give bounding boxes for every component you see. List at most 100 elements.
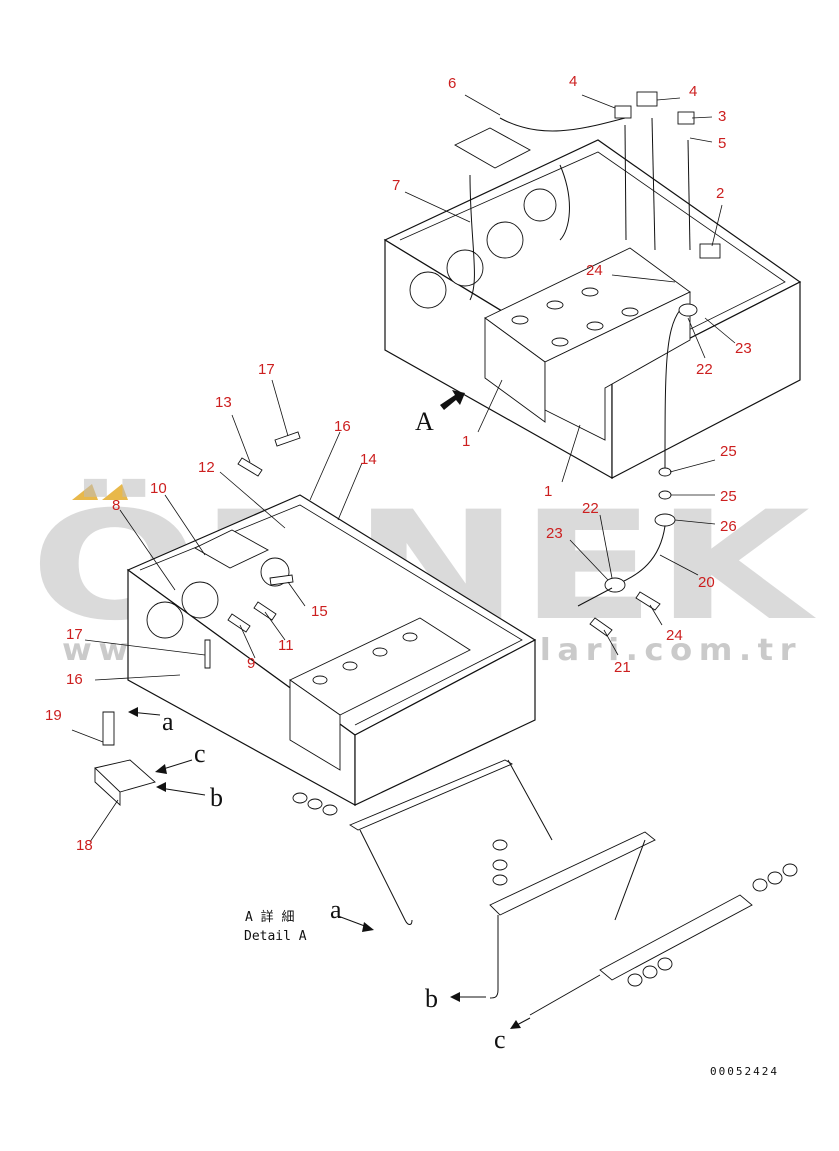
upper-cable-20 — [664, 309, 681, 471]
holddown-bar-lower — [489, 831, 656, 916]
upper-cable-6 — [499, 117, 626, 132]
rod-lower-right — [614, 839, 646, 921]
view-a-marker: A — [415, 407, 434, 436]
lower-battery-front — [289, 679, 341, 771]
callout-10: 10 — [150, 480, 167, 497]
arrow-c-lower-label: c — [494, 1025, 506, 1054]
callout-labels: 6 4 4 3 5 7 2 24 23 22 1 1 25 25 26 22 2… — [45, 73, 752, 854]
callout-12: 12 — [198, 459, 215, 476]
upper-connector-4a — [614, 105, 632, 119]
callout-11: 11 — [278, 637, 294, 654]
callout-24a: 24 — [586, 262, 603, 279]
arrow-b-upper-line — [159, 787, 206, 796]
callout-6: 6 — [448, 75, 456, 92]
rod-c — [529, 974, 601, 1016]
watermark-accent-right — [102, 484, 128, 500]
callout-20: 20 — [698, 574, 715, 591]
drawing-number: 00052424 — [710, 1065, 779, 1078]
upper-connector-4b — [636, 91, 658, 107]
arrow-a-upper-label: a — [162, 707, 174, 736]
upper-wire-4a — [624, 124, 627, 241]
arrow-a-lower-label: a — [330, 895, 342, 924]
upper-box-side-face — [611, 281, 801, 479]
bolt-13 — [237, 457, 263, 477]
upper-relay-4 — [523, 188, 557, 222]
bolt-17-upper — [274, 431, 301, 447]
upper-battery-right — [544, 291, 691, 441]
upper-relay-bracket — [454, 127, 531, 169]
upper-battery-terminals — [511, 287, 639, 347]
upper-box-inner-rim — [399, 151, 786, 369]
upper-wire-4 — [651, 117, 656, 251]
view-arrows: a c b a b c — [128, 707, 531, 1054]
upper-battery-box: A — [383, 91, 802, 480]
callout-1a: 1 — [462, 433, 470, 450]
rod-b — [489, 915, 499, 999]
callout-5: 5 — [718, 135, 726, 152]
bolt-11 — [253, 601, 277, 621]
terminal-lead — [577, 587, 613, 607]
arrow-a-upper-head — [128, 707, 138, 717]
upper-battery-left-front — [484, 317, 546, 423]
callout-24b: 24 — [666, 627, 683, 644]
arrow-a-lower-head — [362, 922, 374, 932]
upper-wire-5 — [687, 139, 691, 251]
callout-9: 9 — [247, 655, 255, 672]
callout-21: 21 — [614, 659, 631, 676]
upper-relay-3 — [486, 221, 524, 259]
detail-title-en: Detail A — [244, 929, 307, 944]
washer-25-lower — [658, 490, 672, 500]
cable-seal-chain — [577, 467, 676, 637]
callout-4b: 4 — [689, 83, 697, 100]
arrow-b-upper-label: b — [210, 783, 223, 812]
callout-18: 18 — [76, 837, 93, 854]
callout-26: 26 — [720, 518, 737, 535]
callout-1b: 1 — [544, 483, 552, 500]
callout-13: 13 — [215, 394, 232, 411]
callout-19: 19 — [45, 707, 62, 724]
washer-25-upper — [658, 467, 672, 477]
tie-bar — [599, 894, 753, 981]
callout-15: 15 — [311, 603, 328, 620]
bolt-17-lower — [204, 639, 211, 669]
holddown-bar-upper — [349, 759, 514, 831]
upper-grommet-23 — [678, 303, 698, 317]
clamp-18 — [94, 759, 156, 807]
lower-relay-bracket — [194, 529, 269, 569]
callout-4a: 4 — [569, 73, 577, 90]
arrow-c-upper-label: c — [194, 739, 206, 768]
rod-a — [359, 829, 413, 925]
callout-17a: 17 — [258, 361, 275, 378]
callout-8: 8 — [112, 497, 120, 514]
callout-25b: 25 — [720, 488, 737, 505]
bolt-24-lower — [635, 591, 661, 611]
detail-title-jp: A 詳 細 — [245, 909, 294, 925]
callout-22b: 22 — [582, 500, 599, 517]
callout-25a: 25 — [720, 443, 737, 460]
rod-upper-right — [507, 759, 553, 841]
callout-22a: 22 — [696, 361, 713, 378]
bolt-19 — [102, 711, 115, 746]
callout-17b: 17 — [66, 626, 83, 643]
callout-16b: 16 — [66, 671, 83, 688]
bolt-9 — [227, 613, 251, 633]
lower-relay-1 — [146, 601, 184, 639]
callout-23a: 23 — [735, 340, 752, 357]
arrow-b-lower-head — [450, 992, 460, 1002]
arrow-c-lower-head — [510, 1020, 521, 1029]
lower-battery-terminals — [312, 632, 418, 685]
watermark-accent-left — [72, 484, 98, 500]
view-a-arrow — [440, 390, 465, 410]
nuts-upper-left — [292, 792, 338, 816]
callout-23b: 23 — [546, 525, 563, 542]
upper-relay-1 — [409, 271, 447, 309]
callout-7: 7 — [392, 177, 400, 194]
upper-harness — [469, 164, 570, 301]
grommet-26 — [654, 513, 676, 527]
callout-16a: 16 — [334, 418, 351, 435]
lower-box-side-face — [354, 639, 536, 806]
nuts-lower-left — [492, 839, 508, 886]
callout-2: 2 — [716, 185, 724, 202]
upper-connector-2 — [699, 243, 721, 259]
